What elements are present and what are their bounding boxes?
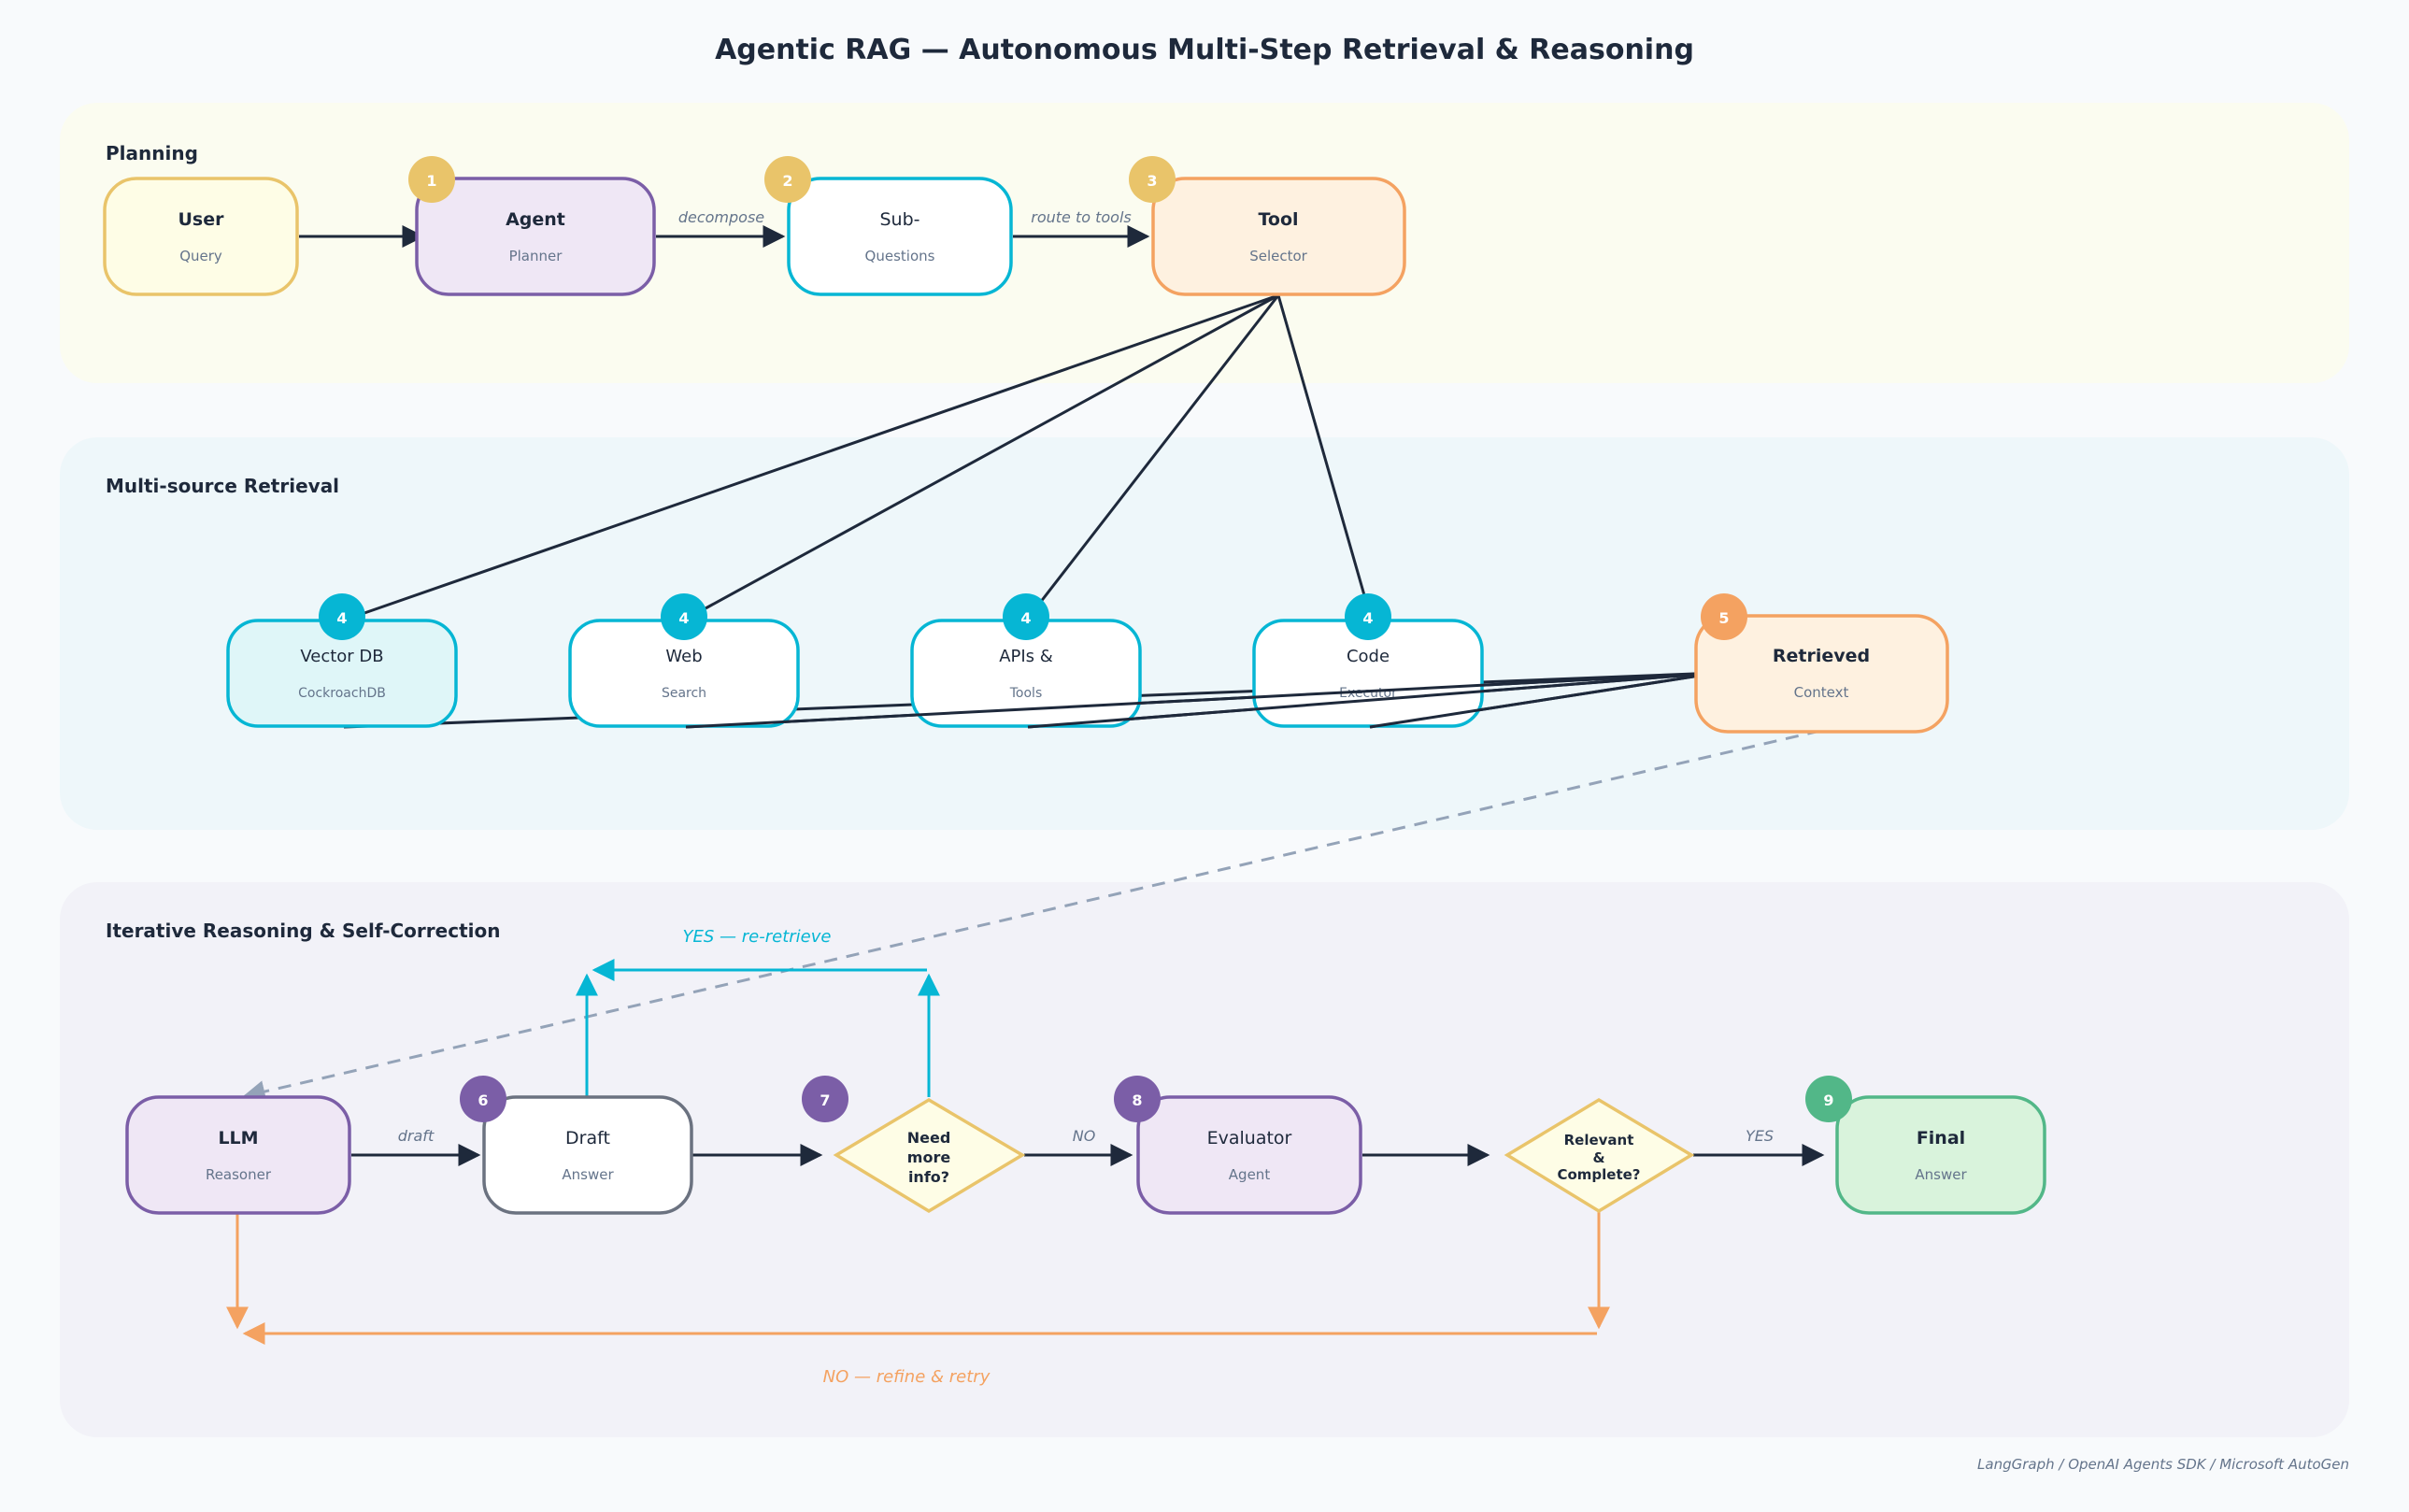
node-final-badge-circle <box>1805 1076 1852 1122</box>
node-tool-badge: 3 <box>1147 172 1157 190</box>
node-apis-subtitle: Tools <box>1009 686 1043 701</box>
node-web-badge-circle <box>661 593 707 640</box>
node-draft-badge: 6 <box>478 1091 488 1109</box>
edge-label-yes: YES <box>1746 1127 1774 1145</box>
node-tool: Tool Selector 3 <box>1129 156 1406 296</box>
node-code-badge: 4 <box>1362 609 1373 627</box>
node-need-line-3: info? <box>908 1168 949 1186</box>
edge-tool-apis <box>1038 294 1280 604</box>
edge-tool-vector <box>363 293 1279 615</box>
edge-label-refine: NO — refine & retry <box>823 1367 991 1387</box>
node-agent: Agent Planner 1 <box>408 156 656 296</box>
section-reasoning-label: Iterative Reasoning & Self-Correction <box>106 920 500 942</box>
node-need-line-2: more <box>907 1148 951 1166</box>
edge-label-route: route to tools <box>1031 208 1132 226</box>
node-llm-title: LLM <box>218 1128 258 1148</box>
edge-labels: decompose route to tools draft NO YES YE… <box>398 208 1774 1387</box>
node-draft-badge-circle <box>460 1076 506 1122</box>
node-code-title: Code <box>1347 647 1390 666</box>
node-tool-title: Tool <box>1258 209 1298 230</box>
edge-web-retrieved-over <box>685 671 1718 729</box>
node-user-subtitle: Query <box>179 248 222 264</box>
node-final-badge: 9 <box>1823 1091 1833 1109</box>
node-apis: APIs & Tools 4 <box>910 593 1142 728</box>
edge-label-no: NO <box>1073 1127 1096 1145</box>
node-web-badge: 4 <box>678 609 689 627</box>
node-retrieved-badge-circle <box>1701 593 1747 640</box>
node-need: Need more info? 7 <box>802 1076 1026 1214</box>
node-agent-title: Agent <box>506 209 565 230</box>
node-relevant-line-2: & <box>1592 1149 1604 1166</box>
node-evaluator-subtitle: Agent <box>1229 1166 1271 1183</box>
node-relevant: Relevant & Complete? <box>1504 1097 1695 1214</box>
node-user-title: User <box>178 209 225 230</box>
node-tool-subtitle: Selector <box>1249 248 1307 264</box>
node-relevant-line-1: Relevant <box>1564 1132 1634 1148</box>
node-final-title: Final <box>1917 1128 1965 1148</box>
node-llm-subtitle: Reasoner <box>206 1166 272 1183</box>
footer-credit: LangGraph / OpenAI Agents SDK / Microsof… <box>1977 1456 2349 1473</box>
node-code: Code Executor 4 <box>1252 593 1484 728</box>
edge-retrieved-llm <box>242 729 1821 1103</box>
node-vector-badge-circle <box>319 593 365 640</box>
node-vector-title: Vector DB <box>300 647 383 666</box>
section-retrieval-label: Multi-source Retrieval <box>106 475 339 497</box>
node-apis-badge: 4 <box>1020 609 1031 627</box>
node-draft-title: Draft <box>565 1128 610 1148</box>
node-apis-badge-circle <box>1003 593 1049 640</box>
edge-tool-web <box>705 293 1279 610</box>
node-code-badge-circle <box>1345 593 1391 640</box>
edges-over-sources <box>685 671 1718 729</box>
node-final: Final Answer 9 <box>1805 1076 2046 1215</box>
node-web-subtitle: Search <box>662 686 706 701</box>
node-need-badge: 7 <box>820 1091 830 1109</box>
edge-tool-code <box>1276 294 1366 596</box>
node-apis-title: APIs & <box>999 647 1053 666</box>
node-vector: Vector DB CockroachDB 4 <box>226 593 458 728</box>
node-llm: LLM Reasoner <box>125 1095 351 1215</box>
node-subq-title: Sub- <box>879 209 919 230</box>
node-retrieved: Retrieved Context 5 <box>1694 593 1949 734</box>
node-evaluator-title: Evaluator <box>1207 1128 1292 1148</box>
node-need-badge-circle <box>802 1076 848 1122</box>
node-evaluator-badge: 8 <box>1132 1091 1142 1109</box>
edge-label-reretrieve: YES — re-retrieve <box>683 927 832 947</box>
node-relevant-line-3: Complete? <box>1557 1166 1640 1183</box>
node-subq-badge-circle <box>764 156 811 203</box>
node-subq: Sub- Questions 2 <box>764 156 1013 296</box>
node-agent-badge: 1 <box>426 172 436 190</box>
node-evaluator-badge-circle <box>1114 1076 1161 1122</box>
node-web-title: Web <box>665 647 702 666</box>
edge-label-draft: draft <box>398 1127 435 1145</box>
node-subq-badge: 2 <box>782 172 792 190</box>
node-need-line-1: Need <box>907 1129 951 1147</box>
node-retrieved-subtitle: Context <box>1794 684 1849 701</box>
section-planning-label: Planning <box>106 142 198 164</box>
edge-apis-retrieved-over <box>1027 671 1718 729</box>
node-web: Web Search 4 <box>568 593 800 728</box>
node-evaluator: Evaluator Agent 8 <box>1114 1076 1362 1215</box>
node-tool-badge-circle <box>1129 156 1176 203</box>
node-retrieved-badge: 5 <box>1718 609 1729 627</box>
node-user: User Query <box>103 177 299 296</box>
node-subq-subtitle: Questions <box>865 248 935 264</box>
node-agent-subtitle: Planner <box>509 248 563 264</box>
node-retrieved-title: Retrieved <box>1773 646 1870 666</box>
page-title: Agentic RAG — Autonomous Multi-Step Retr… <box>715 34 1694 66</box>
node-vector-badge: 4 <box>336 609 347 627</box>
node-vector-subtitle: CockroachDB <box>298 686 386 701</box>
node-final-subtitle: Answer <box>1915 1166 1967 1183</box>
node-draft: Draft Answer 6 <box>460 1076 693 1215</box>
node-agent-badge-circle <box>408 156 455 203</box>
node-draft-subtitle: Answer <box>562 1166 614 1183</box>
edge-code-retrieved-over <box>1369 671 1718 729</box>
edge-label-decompose: decompose <box>678 208 764 226</box>
